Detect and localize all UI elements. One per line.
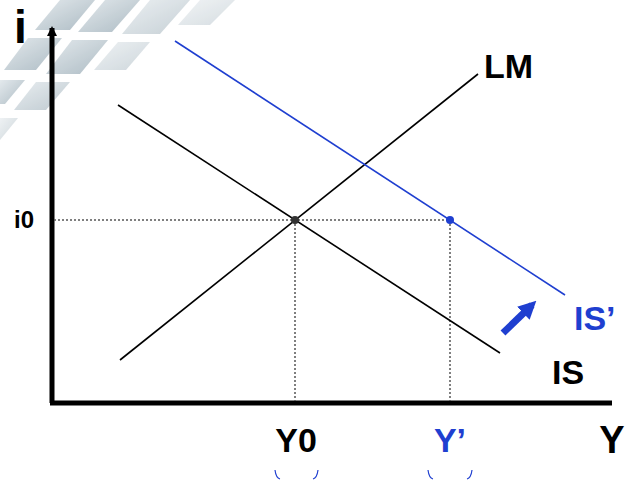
x-axis-label: Y xyxy=(599,421,624,459)
x-axis xyxy=(50,401,612,406)
label-brackets xyxy=(275,470,472,479)
equilibrium-point xyxy=(291,216,299,224)
corner-decoration xyxy=(0,0,235,140)
curve-label: IS xyxy=(552,355,584,389)
new-point xyxy=(446,216,454,224)
y-axis-label: i xyxy=(14,4,27,50)
curve-label: IS’ xyxy=(574,301,616,335)
output-tick-label: Y0 xyxy=(275,423,317,457)
lm-curve xyxy=(120,74,478,360)
guide-lines xyxy=(54,220,450,401)
shift-arrow xyxy=(503,305,532,333)
is-prime-curve xyxy=(175,41,565,295)
output-tick-label: Y’ xyxy=(434,423,466,457)
y-axis xyxy=(50,28,55,403)
interest-tick-label: i0 xyxy=(14,208,34,232)
curve-label: LM xyxy=(484,49,533,83)
